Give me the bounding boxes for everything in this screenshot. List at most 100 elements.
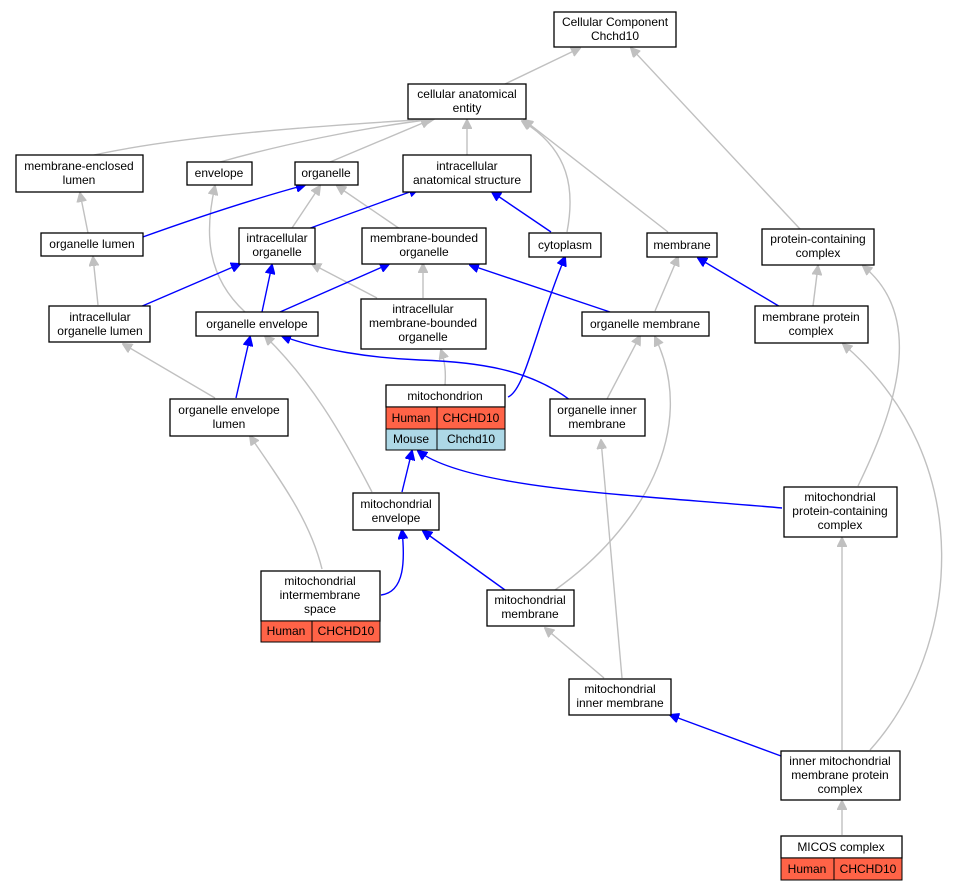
node-cellular-component[interactable]: Cellular Component Chchd10 [553,11,677,48]
node-mitochondrial-protein-containing-complex[interactable]: mitochondrial protein-containing complex [783,486,898,538]
node-label-line: Chchd10 [591,29,639,43]
node-cytoplasm[interactable]: cytoplasm [528,232,602,258]
edge-oel-iol [123,344,216,399]
node-intracellular-organelle-lumen[interactable]: intracellular organelle lumen [48,305,151,343]
edge-envelope-cae [219,119,434,163]
node-label-line: inner mitochondrial [789,754,890,768]
node-label-line: mitochondrial [284,574,355,588]
edge-me-mito [401,451,412,493]
gene-label: CHCHD10 [443,411,500,425]
edge-impc-mim [670,715,782,757]
edge-iol-ol [93,257,98,306]
node-label-line: organelle envelope [178,403,280,417]
node-label-line: MICOS complex [797,840,884,854]
edge-mpcc-pcc [857,266,901,487]
edge-io-ias [304,189,418,231]
species-label: Human [788,862,827,876]
edge-mpc-membrane [698,258,783,309]
node-label-line: organelle inner [557,403,636,417]
node-label-line: membrane-bounded [369,316,477,330]
edge-ol-mel [80,193,89,234]
node-label-line: protein-containing [792,504,887,518]
node-envelope[interactable]: envelope [186,161,253,186]
node-label-line: complex [818,782,863,796]
node-label-line: organelle [398,330,448,344]
node-label-line: mitochondrial [494,593,565,607]
species-label: Mouse [393,432,429,446]
node-micos-complex[interactable]: MICOS complex Human CHCHD10 [780,835,903,881]
node-cellular-anatomical-entity[interactable]: cellular anatomical entity [407,83,527,120]
nodes: Cellular Component Chchd10 cellular anat… [15,11,903,881]
edge-imbo-io [312,264,378,299]
node-membrane-enclosed-lumen[interactable]: membrane-enclosed lumen [15,154,144,193]
node-label-line: inner membrane [576,696,664,710]
node-label-line: intracellular [69,310,130,324]
node-membrane[interactable]: membrane [646,232,718,258]
gene-cell [833,857,903,881]
node-label-line: protein-containing [770,232,865,246]
edge-oim-om [606,336,640,400]
node-label-line: organelle lumen [57,324,142,338]
node-label-line: lumen [63,173,96,187]
species-label: Human [392,411,431,425]
species-label: Human [267,624,306,638]
node-mitochondrial-envelope[interactable]: mitochondrial envelope [352,492,440,531]
node-label-line: organelle [399,245,449,259]
node-label-line: membrane [501,607,559,621]
node-membrane-bounded-organelle[interactable]: membrane-bounded organelle [361,227,487,265]
node-intracellular-membrane-bounded-organelle[interactable]: intracellular membrane-bounded organelle [360,298,487,350]
node-label-line: envelope [195,166,244,180]
edge-impc-mpc [843,344,943,751]
node-mitochondrial-inner-membrane[interactable]: mitochondrial inner membrane [568,678,672,716]
edge-cae-root [504,48,580,85]
edge-mm-om [554,337,672,591]
gene-label: CHCHD10 [318,624,375,638]
node-label-line: complex [818,518,863,532]
node-label-line: organelle lumen [49,237,134,251]
node-mitochondrial-membrane[interactable]: mitochondrial membrane [486,589,575,627]
node-label-line: space [304,602,336,616]
edge-cyto-ias [492,192,552,233]
node-label-line: intracellular [436,159,497,173]
node-label-line: entity [453,101,482,115]
edge-mito-imbo [441,350,445,386]
edge-mim-oim [601,440,623,679]
edge-oe-mbo [279,264,389,313]
node-label-line: membrane-bounded [370,231,478,245]
node-intracellular-organelle[interactable]: intracellular organelle [238,227,316,265]
node-organelle[interactable]: organelle [294,161,359,186]
edge-mis-me [380,530,403,596]
node-label-line: lumen [213,417,246,431]
node-organelle-inner-membrane[interactable]: organelle inner membrane [549,398,646,437]
node-label-line: membrane protein [791,768,888,782]
node-protein-containing-complex[interactable]: protein-containing complex [761,228,875,266]
node-intracellular-anatomical-structure[interactable]: intracellular anatomical structure [402,154,532,193]
node-label-line: cytoplasm [538,238,592,252]
node-label-line: intracellular [392,302,453,316]
edge-om-membrane [654,257,678,312]
node-inner-mitochondrial-membrane-protein-complex[interactable]: inner mitochondrial membrane protein com… [780,750,901,801]
node-mitochondrial-intermembrane-space[interactable]: mitochondrial intermembrane space Human … [260,570,381,643]
node-label-line: organelle [301,166,351,180]
gene-label: CHCHD10 [840,862,897,876]
node-label-line: organelle membrane [590,317,700,331]
node-label-line: complex [796,246,841,260]
edge-mpc-pcc [813,266,818,307]
node-organelle-envelope[interactable]: organelle envelope [195,311,319,337]
edge-om-mbo [470,265,611,313]
edge-me-oe [265,336,373,493]
node-mitochondrion[interactable]: mitochondrion Human CHCHD10 Mouse Chchd1… [385,384,506,451]
edge-membrane-cae [524,120,669,233]
gene-cell [311,620,381,643]
node-organelle-lumen[interactable]: organelle lumen [40,232,144,257]
node-membrane-protein-complex[interactable]: membrane protein complex [754,305,869,344]
edge-iol-io [139,264,240,308]
edge-oim-oe [282,336,571,401]
node-label-line: organelle envelope [206,317,308,331]
edge-oe-io [261,265,272,313]
annotation-row-mouse: Mouse Chchd10 [385,428,506,451]
node-organelle-membrane[interactable]: organelle membrane [581,311,710,337]
gene-cell [436,428,506,451]
node-label-line: envelope [372,511,421,525]
node-organelle-envelope-lumen[interactable]: organelle envelope lumen [169,398,289,437]
